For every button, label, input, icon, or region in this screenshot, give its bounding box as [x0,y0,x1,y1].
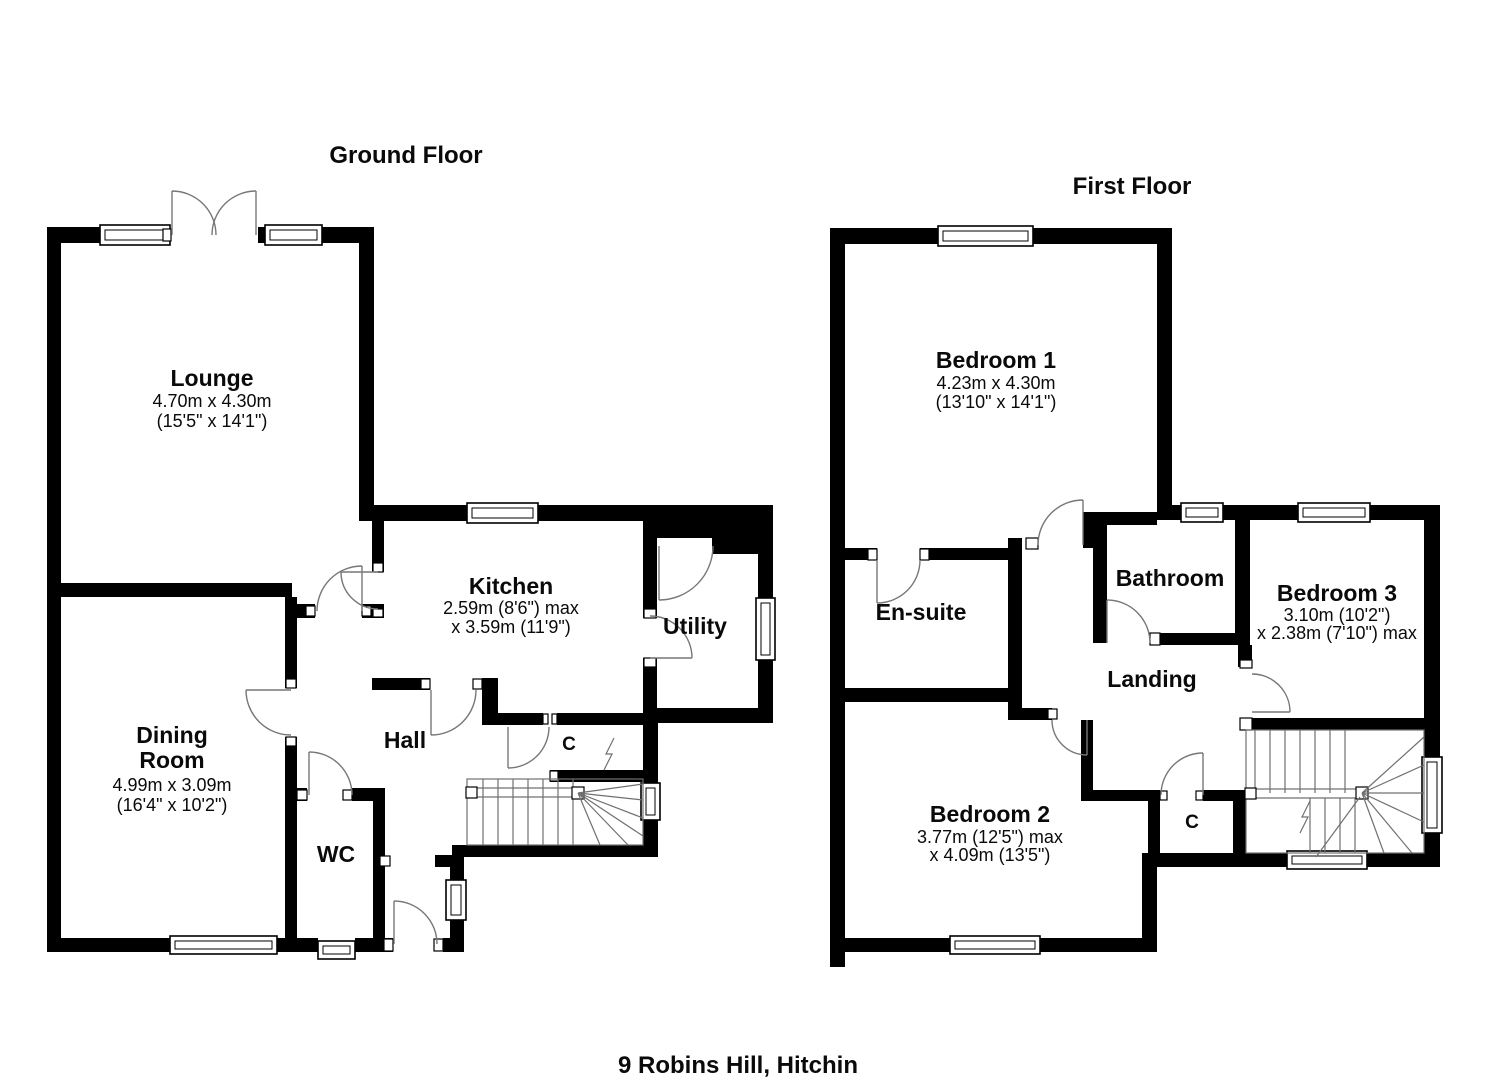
bedroom2-dim-metric: 3.77m (12'5") max [917,827,1063,847]
ground-floor-plan: Ground Floor Lounge 4.70m x 4.30m (15'5"… [47,142,776,960]
lounge-dim-metric: 4.70m x 4.30m [152,391,271,411]
first-floor-stairs [1244,729,1425,858]
cupboard-label-first: C [1185,812,1199,833]
bedroom2-dim-imperial: x 4.09m (13'5") [930,845,1051,865]
cupboard-door-first [1160,752,1204,796]
bedroom1-label: Bedroom 1 [936,347,1056,373]
first-floor-door-jambs [867,537,1253,801]
wc-window [317,940,356,960]
lounge-window-right [264,224,323,246]
bedroom1-dim-imperial: (13'10" x 14'1") [936,392,1057,412]
stairs-window-ground [640,782,661,821]
first-floor-title: First Floor [1073,173,1192,200]
bathroom-label: Bathroom [1116,565,1225,591]
dining-window [169,935,278,955]
first-floor-walls [830,228,1440,967]
bedroom3-dim-metric: 3.10m (10'2") [1284,605,1391,625]
ensuite-door [876,559,921,604]
cupboard-door-ground [507,726,550,769]
porch-window [445,879,467,921]
bedroom1-dim-metric: 4.23m x 4.30m [936,373,1055,393]
bedroom2-door [1051,719,1088,756]
wc-door [308,751,353,796]
ensuite-label: En-suite [876,599,967,625]
kitchen-hall-door-lower [430,689,477,736]
bedroom3-dim-imperial: x 2.38m (7'10") max [1257,623,1417,643]
dining-dim-metric: 4.99m x 3.09m [112,775,231,795]
bedroom1-window [937,225,1034,247]
bedroom1-door [1037,499,1084,546]
lounge-window-left [99,224,171,246]
kitchen-dim-imperial: x 3.59m (11'9") [451,617,571,637]
bedroom3-door [1251,673,1291,713]
landing-label: Landing [1107,666,1196,692]
bathroom-door [1106,599,1151,644]
cupboard-label-ground: C [562,734,576,755]
ground-floor-title: Ground Floor [329,142,482,169]
ground-floor-doors [171,190,714,945]
dining-label-line2: Room [139,747,204,773]
stairs-window-bottom [1286,850,1368,870]
wc-label: WC [317,841,355,867]
first-floor-doors [876,499,1291,796]
lounge-dim-imperial: (15'5" x 14'1") [157,411,268,431]
bedroom2-window [949,935,1041,955]
first-floor-plan: First Floor Bedroom 1 4.23m x 4.30m (13'… [830,173,1443,967]
stair-break-mark-first [1299,800,1311,834]
utility-label: Utility [663,613,727,639]
lounge-hall-door [316,565,363,612]
utility-back-door [658,545,714,601]
kitchen-utility-door [649,615,693,659]
kitchen-dim-metric: 2.59m (8'6") max [443,598,579,618]
ground-floor-windows [99,224,776,960]
kitchen-window [466,502,539,524]
first-floor-windows [937,225,1443,955]
hall-label: Hall [384,727,426,753]
lounge-french-doors [171,190,257,236]
ground-floor-walls [47,227,773,952]
stairs-window-side [1421,756,1443,834]
kitchen-label: Kitchen [469,573,553,599]
lounge-label: Lounge [170,365,253,391]
bedroom3-label: Bedroom 3 [1277,580,1397,606]
kitchen-hall-door [340,571,379,610]
ground-floor-door-jambs [162,228,657,952]
ground-floor-stairs [465,737,644,846]
dining-dim-imperial: (16'4" x 10'2") [117,795,228,815]
bedroom3-window [1297,502,1371,523]
stair-break-mark-ground [603,737,615,771]
bathroom-window [1180,502,1224,523]
dining-door [245,689,292,736]
utility-window [755,597,776,661]
bedroom2-label: Bedroom 2 [930,801,1050,827]
front-door [393,900,438,945]
dining-label-line1: Dining [136,722,208,748]
property-address: 9 Robins Hill, Hitchin [618,1052,858,1079]
